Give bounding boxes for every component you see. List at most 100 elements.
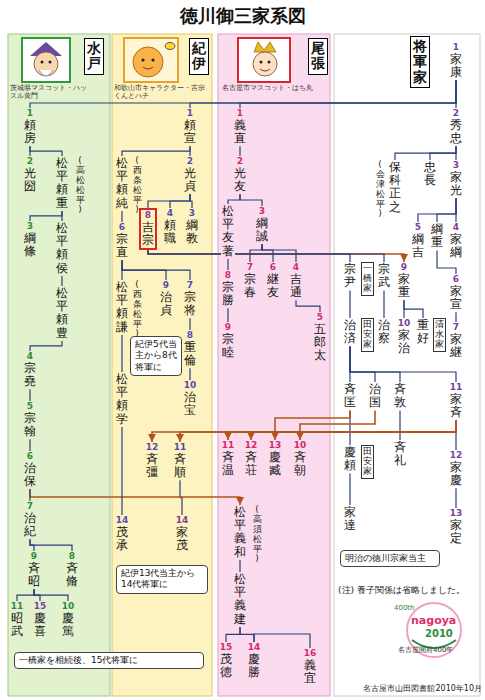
callout-box: 紀伊13代当主から14代将軍に (116, 565, 208, 594)
person-node: 6治保 (23, 451, 37, 489)
person-node: 慶頼 (343, 445, 357, 473)
lineage-line (29, 489, 30, 501)
person-node: 12家慶 (449, 450, 464, 488)
person-name: 宗尹 (344, 263, 356, 289)
person-node: 16義宜 (303, 648, 318, 686)
person-node: 9家重 (397, 262, 411, 300)
generation-number: 4 (167, 209, 173, 219)
lineage-line (395, 146, 456, 160)
person-name: 家重 (398, 273, 410, 299)
person-node: 綱重 (430, 222, 444, 250)
mito-band (8, 34, 110, 696)
lineage-line (34, 589, 68, 601)
generation-number: 5 (317, 313, 323, 323)
lineage-line (122, 146, 190, 156)
owari-mascot (238, 38, 290, 82)
branch-name: 田安家 (363, 447, 372, 477)
lineage-line (189, 318, 190, 330)
person-node: 11斉順 (173, 442, 188, 480)
generation-number: 10 (184, 381, 197, 391)
house-name: 紀伊 (192, 41, 206, 72)
person-name: 松平頼謙 (116, 281, 128, 334)
person-name: 継友 (267, 273, 279, 299)
person-name: 斉脩 (66, 562, 78, 588)
person-node: 7治紀 (23, 501, 37, 539)
lineage-line (240, 627, 254, 642)
person-name: 慶頼 (344, 446, 356, 472)
lineage-line (121, 335, 122, 372)
lineage-line (296, 300, 320, 312)
generation-number: 2 (187, 157, 193, 167)
person-node: 宗武 (377, 262, 391, 290)
branch-line-note: (高松松平) (76, 156, 85, 215)
person-name: 斉匡 (344, 383, 356, 409)
lineage-line (29, 439, 30, 451)
person-node: 4宗堯 (23, 351, 37, 389)
person-node: 9治貞 (159, 280, 173, 318)
note-text: (注) 養子関係は省略しました。 (338, 585, 483, 596)
branch-line-note: (会津松平) (376, 160, 385, 219)
note-text: 名古屋市マスコット・はち丸 (222, 84, 316, 92)
person-name: 斉順 (174, 453, 186, 479)
person-node: 5五郎太 (313, 312, 327, 363)
person-name: 慶勝 (248, 653, 260, 679)
person-name: 宗翰 (24, 412, 36, 438)
generation-number: 14 (176, 516, 189, 526)
person-node: 松平友著 (221, 204, 235, 259)
owari-band (218, 34, 330, 696)
person-name: 治察 (378, 319, 390, 345)
lineage-line (30, 146, 62, 156)
lineage-line (455, 488, 456, 508)
lineage-line (148, 250, 350, 262)
branch-line-note: (西条松平) (133, 156, 142, 215)
mascot-eye (151, 58, 154, 61)
generation-number: 12 (245, 441, 258, 451)
generation-number: 3 (453, 161, 459, 171)
person-name: 光貞 (184, 167, 196, 193)
lineage-line (240, 194, 262, 206)
generation-number: 6 (119, 223, 125, 233)
callout-text: 明治の徳川宗家当主 (345, 553, 435, 564)
generation-number: 6 (27, 452, 33, 462)
person-name: 宗春 (244, 273, 256, 299)
mascot-face (253, 52, 277, 76)
person-node: 6宗直 (115, 222, 129, 260)
person-name: 松平義和 (234, 506, 246, 559)
note-text: 茨城県マスコット・ハッスル黄門 (10, 84, 90, 101)
person-node: 12斉彊 (145, 442, 160, 480)
lineage-line (227, 259, 228, 270)
mascot-face (133, 47, 163, 77)
generation-number: 11 (11, 602, 24, 612)
succession-arrow (30, 489, 240, 505)
person-node: 忠長 (423, 160, 437, 188)
person-node: 2光圀 (23, 156, 37, 194)
person-name: 宗武 (378, 263, 390, 289)
note-text: 名古屋開府400年 (398, 646, 470, 654)
lineage-line (121, 427, 122, 515)
person-node: 10慶篤 (61, 601, 76, 639)
person-node: 4家綱 (449, 222, 463, 260)
callout-text: 一橋家を相続後、15代将軍に (19, 655, 199, 666)
mascot-mouth (143, 67, 153, 69)
diagram-title: 徳川御三家系図 (0, 4, 485, 28)
person-node: 5綱吉 (411, 222, 425, 260)
person-node: 11昭武 (10, 601, 25, 639)
generation-number: 11 (450, 383, 463, 393)
generation-number: 9 (163, 281, 169, 291)
lineage-line (254, 634, 310, 648)
person-name: 治貞 (160, 291, 172, 317)
generation-number: 2 (27, 157, 33, 167)
mascot-eye (41, 61, 44, 64)
person-node: 10家治 (397, 318, 412, 356)
generation-number: 13 (269, 441, 282, 451)
person-name: 宗睦 (222, 333, 234, 359)
note-text: 400th (394, 604, 428, 612)
lineage-line (239, 560, 240, 572)
branch-tag: 田安家 (361, 318, 374, 352)
person-node: 11斉温 (221, 440, 236, 478)
person-name: 松平友著 (222, 205, 234, 258)
lineage-line (262, 244, 296, 262)
person-name: 忠長 (424, 161, 436, 187)
generation-number: 8 (145, 211, 151, 221)
generation-number: 4 (453, 223, 459, 233)
